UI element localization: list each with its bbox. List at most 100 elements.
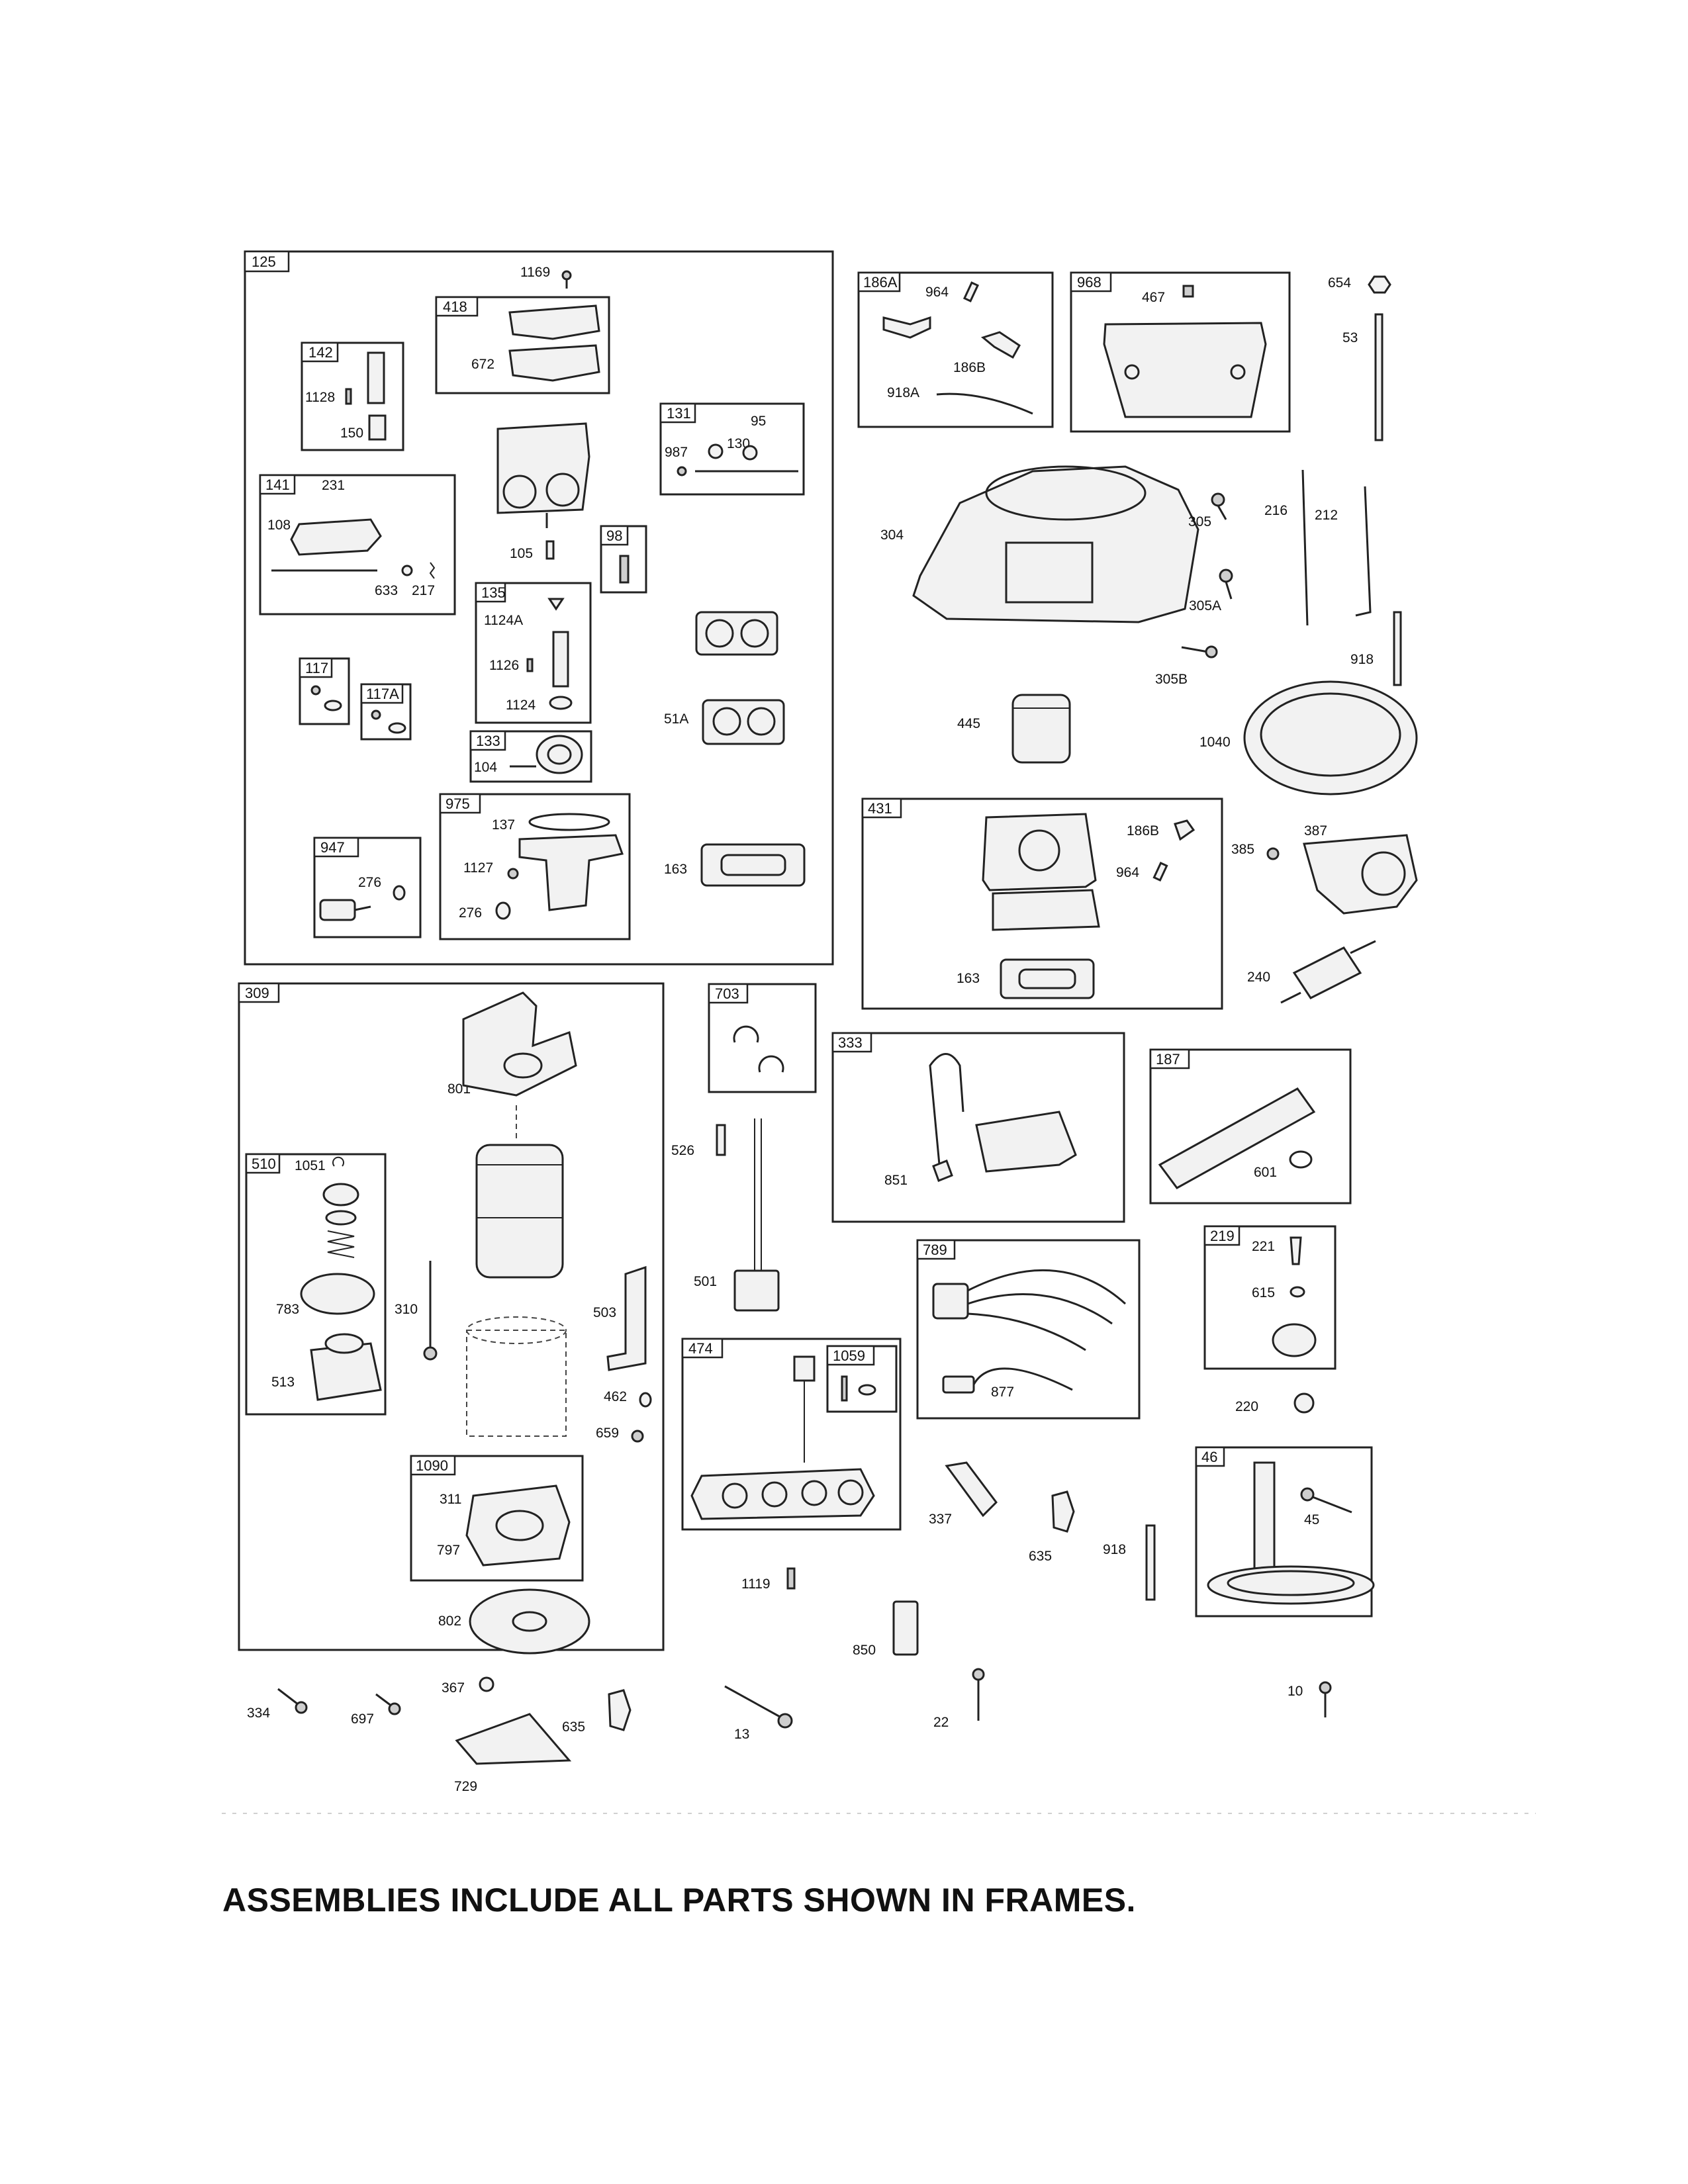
label-797: 797 [437,1543,460,1558]
rectifier-501: 501 [694,1118,780,1312]
frame-474-tag: 474 [688,1340,713,1357]
frame-510-tag: 510 [252,1156,276,1172]
part-212: 212 [1315,486,1372,617]
plate-802: 802 [438,1588,590,1655]
frame-309-tag: 309 [245,985,269,1001]
frame-418-tag: 418 [443,298,467,315]
frame-789: 789 877 [916,1239,1141,1420]
part-305: 305 [1188,492,1227,529]
frame-219: 219 221 615 [1203,1225,1336,1370]
frame-703-tag: 703 [715,985,739,1002]
frame-418: 418 672 [435,296,610,394]
label-337: 337 [929,1512,952,1527]
gasket-51A: 51A [664,699,785,745]
part-305A: 305A [1189,569,1233,614]
frame-1090-tag: 1090 [416,1457,448,1474]
label-987: 987 [665,445,688,460]
frame-1059-tag: 1059 [833,1347,865,1364]
label-163-b: 163 [957,971,980,986]
frame-133-tag: 133 [476,733,500,749]
label-95: 95 [751,414,766,429]
label-305A: 305A [1189,598,1221,614]
label-635-a: 635 [1029,1549,1052,1564]
label-22: 22 [933,1715,949,1730]
frame-968-tag: 968 [1077,274,1102,291]
label-850: 850 [853,1643,876,1658]
label-1169: 1169 [520,265,550,280]
fuel-pump-387: 387 [1303,823,1418,915]
ring-1040: 1040 [1199,680,1418,796]
label-276-a: 276 [358,875,381,890]
frame-309: 309 [238,982,665,1651]
frame-186A-tag: 186A [863,274,898,291]
label-1124A: 1124A [484,613,523,628]
label-445: 445 [957,716,980,731]
label-1119: 1119 [741,1576,771,1592]
screw-697: 697 [351,1693,401,1727]
label-964-b: 964 [1116,865,1139,880]
label-220: 220 [1235,1399,1258,1414]
frame-131-tag: 131 [667,405,691,422]
bolt-310: 310 [395,1261,438,1361]
frame-141: 141 231 108 633 217 [259,474,456,615]
label-276-b: 276 [459,905,482,921]
part-220: 220 [1235,1392,1315,1414]
screw-367: 367 [442,1676,494,1696]
bracket-503: 503 [593,1265,647,1371]
label-304: 304 [880,527,904,543]
label-310: 310 [395,1302,418,1317]
frame-142: 142 1128 150 [301,341,404,451]
frame-133: 133 104 [469,730,592,783]
frame-125-tag: 125 [252,253,276,270]
frame-333: 333 851 [831,1032,1125,1223]
label-877: 877 [991,1385,1014,1400]
label-503: 503 [593,1305,616,1320]
frame-135: 135 1124A 1126 1124 [475,582,592,724]
label-729: 729 [454,1779,477,1794]
frame-187-tag: 187 [1156,1051,1180,1068]
frame-117A-tag: 117A [366,686,399,702]
part-1169: 1169 [520,265,572,289]
part-462: 462 [604,1389,652,1408]
gasket-upper [695,611,778,656]
screw-1119: 1119 [741,1567,796,1592]
label-13: 13 [734,1727,749,1742]
label-311: 311 [440,1492,461,1507]
frame-219-tag: 219 [1210,1228,1235,1244]
part-659: 659 [596,1426,644,1443]
label-1127: 1127 [463,860,493,876]
armature [466,1105,567,1437]
label-615: 615 [1252,1285,1275,1300]
frame-975-tag: 975 [445,796,470,812]
fuel-filter-240: 240 [1247,940,1376,1004]
frame-968: 968 467 [1070,271,1291,433]
label-137: 137 [492,817,515,833]
label-231: 231 [322,478,345,493]
frame-431: 431 186B 964 163 [861,797,1223,1010]
label-305B: 305B [1155,672,1188,687]
label-186B-b: 186B [1127,823,1159,839]
label-105: 105 [510,546,533,561]
label-1128: 1128 [305,390,335,405]
label-654: 654 [1328,275,1351,291]
label-1126: 1126 [489,658,519,673]
label-964-a: 964 [925,285,949,300]
label-221: 221 [1252,1239,1275,1254]
frame-703: 703 [708,983,817,1093]
label-802: 802 [438,1614,461,1629]
part-216: 216 [1264,469,1309,626]
frame-46: 46 45 [1195,1446,1375,1617]
frame-98-tag: 98 [606,527,622,544]
label-10: 10 [1288,1684,1303,1699]
frame-98: 98 [600,525,647,594]
frame-117: 117 [299,657,350,725]
label-462: 462 [604,1389,627,1404]
frame-431-tag: 431 [868,800,892,817]
label-1040: 1040 [1199,735,1231,750]
label-783: 783 [276,1302,299,1317]
label-130: 130 [727,436,750,451]
label-186B-a: 186B [953,360,986,375]
frame-131: 131 95 130 987 [659,402,805,496]
label-601: 601 [1254,1165,1277,1180]
spark-plug-337: 337 [929,1461,998,1527]
